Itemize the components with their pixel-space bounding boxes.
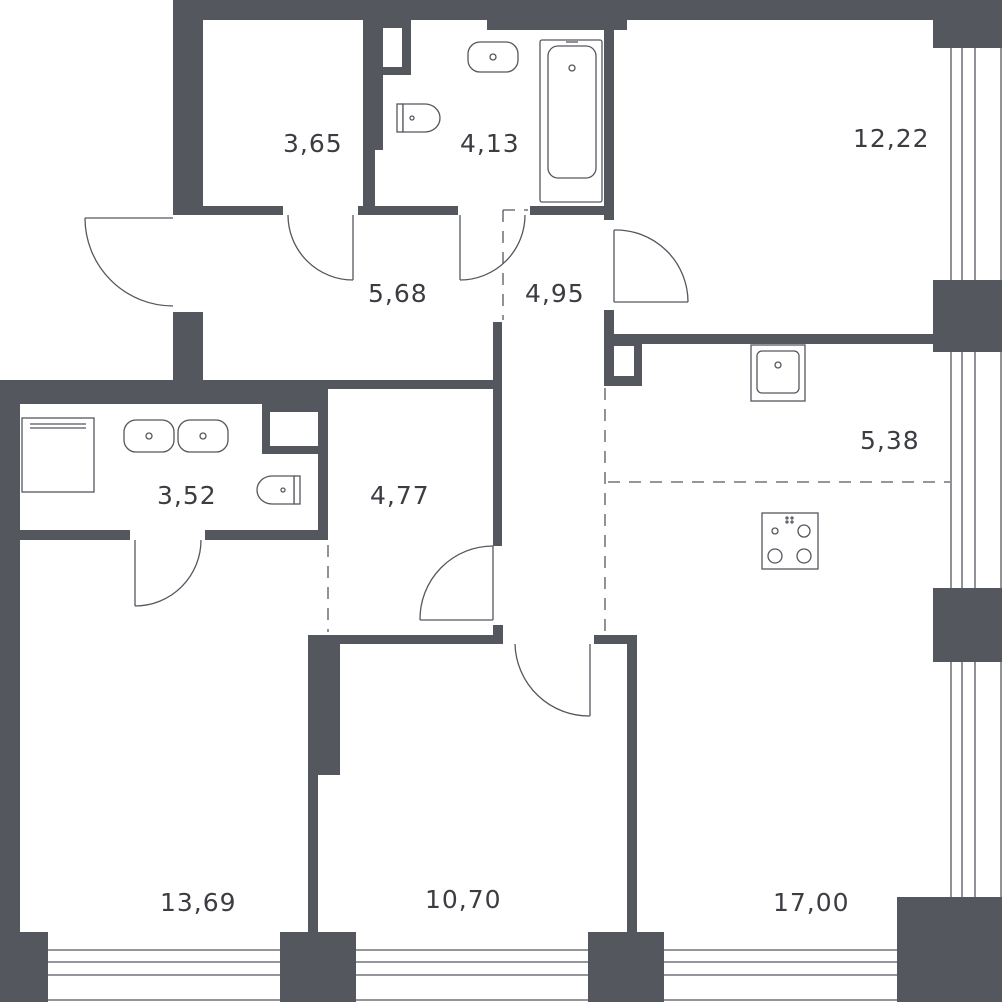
doors (84, 214, 689, 717)
room-area-bathroom-1: 4,13 (460, 129, 520, 158)
bathtub-icon (539, 39, 603, 203)
windows (48, 48, 1002, 1001)
window-east-middle (950, 352, 1002, 588)
washing-machine-icon (21, 417, 95, 493)
window-south-west (48, 949, 280, 1001)
room-area-living-room: 17,00 (773, 888, 850, 917)
window-south-east (664, 949, 897, 1001)
room-area-corridor: 4,95 (525, 279, 585, 308)
window-east-upper (950, 48, 1002, 280)
entrance-door (84, 217, 174, 307)
room-area-storage: 3,65 (283, 129, 343, 158)
cooktop-icon (761, 512, 819, 570)
kitchen-sink-icon (750, 344, 806, 402)
sink-icon (467, 41, 519, 73)
toilet-icon (396, 103, 441, 133)
room-area-dressing: 4,77 (370, 481, 430, 510)
room-area-hall: 5,68 (368, 279, 428, 308)
room-area-bedroom-sw: 13,69 (160, 888, 237, 917)
storage-door (287, 214, 354, 281)
room-area-bathroom-2: 3,52 (157, 481, 217, 510)
window-south-middle (356, 949, 588, 1001)
bathroom-2-door (134, 539, 202, 607)
bathroom-1-door (459, 214, 526, 281)
room-area-bedroom-ne: 12,22 (853, 124, 930, 153)
zone-separators (327, 209, 950, 632)
room-area-kitchen: 5,38 (860, 426, 920, 455)
toilet-2-icon (256, 475, 301, 505)
double-sink-icon (123, 419, 229, 453)
bedroom-ne-door (613, 229, 689, 303)
room-area-bedroom-s: 10,70 (425, 885, 502, 914)
dressing-door (419, 545, 494, 621)
bedroom-s-door (514, 643, 591, 717)
window-east-lower (950, 662, 1002, 897)
room-labels: 3,65 4,13 12,22 5,68 4,95 5,38 3,52 4,77… (157, 124, 930, 917)
